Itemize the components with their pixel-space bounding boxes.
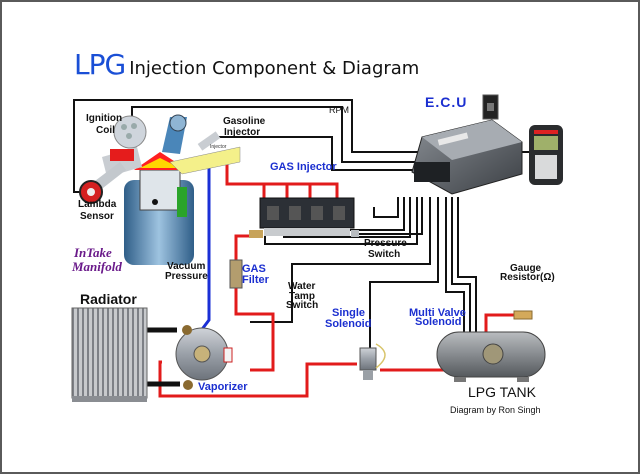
gauge-resistor-label: Gauge <box>510 263 542 274</box>
pressure-switch-label-2: Switch <box>368 249 400 260</box>
wire-gas-injector-4 <box>373 197 399 218</box>
tank-foot <box>454 377 466 382</box>
piston-pin <box>152 199 158 205</box>
wire-pressure-switch <box>357 197 423 235</box>
camshaft-pulley <box>169 114 187 132</box>
single-solenoid-label: Single <box>332 307 365 319</box>
handset-keypad <box>535 155 557 179</box>
wire-gasoline-injector <box>217 136 422 171</box>
gasoline-injector-label: Gasoline <box>223 116 266 127</box>
ignition-coil-label: Ignition <box>86 113 122 124</box>
ignition-coil-label-2: Coil <box>96 125 115 136</box>
gasoline-injector-label-2: Injector <box>224 127 260 138</box>
lambda-sensor-core <box>87 188 95 196</box>
lambda-sensor <box>79 162 126 204</box>
water-temp-switch-label-2: Tamp <box>289 291 315 302</box>
vacuum-pressure-label: Vacuum <box>167 261 205 272</box>
gasoline-injector <box>197 131 221 151</box>
wire-lambda <box>73 99 422 193</box>
gas-injector-label: GAS Injector <box>270 161 337 173</box>
vaporizer-hub <box>193 345 211 363</box>
title-prefix: LPG <box>74 48 126 81</box>
solenoid-wire <box>375 343 386 369</box>
gas-injector-rail <box>249 197 359 238</box>
handset-brand <box>534 130 558 134</box>
rpm-label: RPM <box>329 105 349 115</box>
gas-injector-inlet <box>249 230 263 238</box>
title-rest: Injection Component & Diagram <box>129 58 420 79</box>
radiator <box>71 307 148 402</box>
gas-filter <box>229 259 243 289</box>
intake-manifold-label: InTake <box>73 245 112 260</box>
vaporizer <box>175 325 233 390</box>
ecu <box>411 119 523 195</box>
gas-filter-label: GAS <box>242 263 266 275</box>
gauge-resistor-label-2: Resistor(Ω) <box>500 272 555 283</box>
lambda-sensor-label: Lambda <box>78 199 117 210</box>
ecu-top <box>422 120 522 160</box>
coolant-fitting <box>183 380 193 390</box>
gas-filter-label-2: Filter <box>242 274 270 286</box>
coil-terminal <box>131 123 137 129</box>
switch-toggle <box>487 103 494 111</box>
vaporizer-label: Vaporizer <box>198 381 248 393</box>
lpg-tank-label: LPG TANK <box>468 384 537 400</box>
single-solenoid-label-2: Solenoid <box>325 318 371 330</box>
vacuum-pressure-label-2: Pressure <box>165 271 208 282</box>
gas-injector-base <box>264 228 350 236</box>
multi-valve-solenoid-label: Multi Valve <box>409 307 466 319</box>
piston <box>139 169 181 211</box>
ecu-label <box>437 132 469 146</box>
credit-label: Diagram by Ron Singh <box>450 405 541 415</box>
vaporizer-badge <box>223 347 233 363</box>
lpg-tank <box>436 310 546 382</box>
gas-line-vaporizer-solenoid <box>158 360 357 398</box>
single-solenoid <box>359 343 386 380</box>
pressure-switch <box>351 230 359 237</box>
radiator-bottom <box>72 396 147 402</box>
ecu-connector <box>414 162 450 182</box>
handset-screen <box>534 136 558 150</box>
exhaust-valve <box>110 149 134 161</box>
distributor-cap <box>113 115 147 149</box>
filler-nozzle <box>513 310 533 320</box>
coil-terminal <box>126 133 132 139</box>
gas-line-rail <box>225 162 339 198</box>
injector-coil <box>311 206 323 220</box>
wire-water-temp <box>250 197 431 323</box>
intake-manifold-label-2: Manifold <box>71 259 122 274</box>
pressure-switch-label: Pressure <box>364 238 407 249</box>
diagnostic-handset[interactable] <box>529 125 563 185</box>
gas-line-filter <box>234 234 275 372</box>
solenoid-outlet <box>363 370 373 380</box>
water-temp-switch-label-3: Switch <box>286 300 318 311</box>
multi-valve-solenoid-label-2: Solenoid <box>415 316 461 328</box>
injector-small-label: Injector <box>210 144 227 150</box>
injector-coil <box>333 206 345 220</box>
water-temp-switch-label: Water <box>288 281 316 292</box>
wire-rpm <box>131 106 422 163</box>
switch-panel <box>482 94 499 120</box>
coil-terminal <box>121 124 127 130</box>
flame <box>140 158 180 168</box>
ignition-coil <box>113 115 147 149</box>
coolant-fitting <box>182 325 192 335</box>
ecu-label-text: E.C.U <box>425 94 467 110</box>
injector-coil <box>289 206 301 220</box>
multi-valve <box>482 343 504 365</box>
wire-single-solenoid <box>369 197 439 352</box>
lambda-sensor-label-2: Sensor <box>80 211 114 222</box>
intake-port <box>169 146 241 175</box>
valve-spring <box>177 187 187 217</box>
radiator-label: Radiator <box>80 291 137 307</box>
single-solenoid-body <box>359 347 377 371</box>
tank-foot <box>517 377 529 382</box>
radiator-core <box>71 307 148 399</box>
injector-coil <box>267 206 279 220</box>
